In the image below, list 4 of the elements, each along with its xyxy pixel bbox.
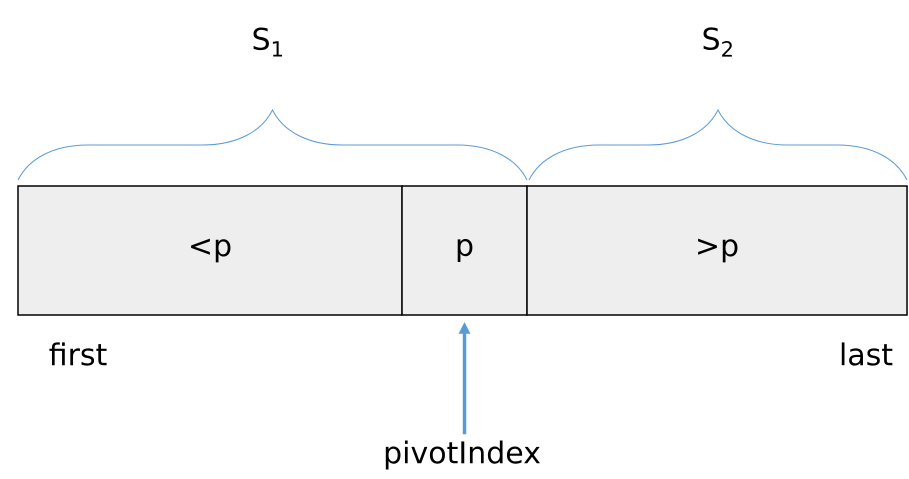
set-label: S$_{2}$ [704,27,732,57]
pointer-label: pivotIndex [386,440,540,470]
array-segment: p [401,185,528,316]
set-label: S$_{1}$ [254,28,282,56]
